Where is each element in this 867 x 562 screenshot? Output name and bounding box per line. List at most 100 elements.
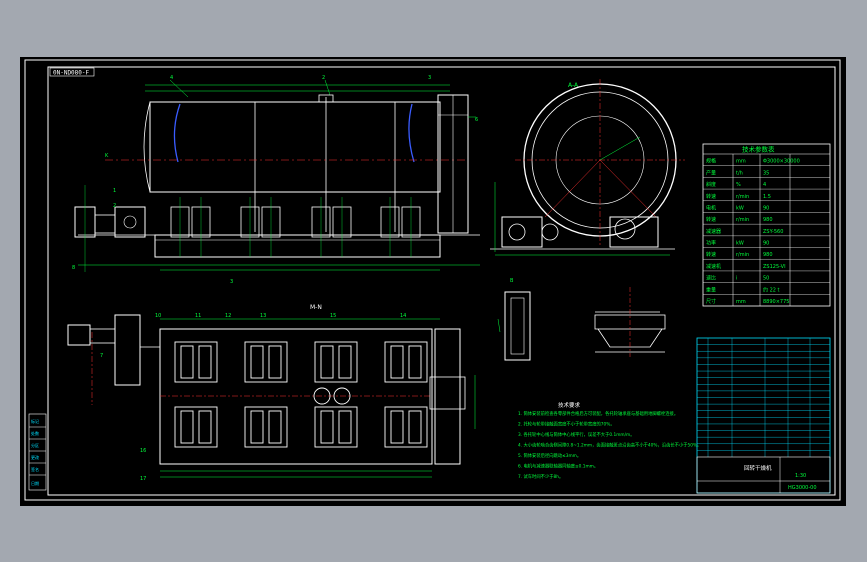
parts-list-table[interactable]: 回转干燥机 1:30 HG3000-00 (696, 337, 831, 494)
spec-row-unit: % (736, 182, 741, 188)
spec-row-value: ZSY-560 (763, 229, 783, 235)
spec-table-title: 技术参数表 (742, 145, 775, 154)
spec-row-value: 980 (763, 252, 773, 258)
cad-drawing-canvas[interactable]: 0N-ND080-F 标记 处数 分区 更改 签名 日期 4 2 3 (20, 57, 846, 506)
strip-label-2: 处数 (31, 430, 39, 436)
plan-view[interactable]: M-N 10 11 12 13 15 14 16 17 7 (67, 304, 476, 482)
note-line: 4. 大小齿轮啮合齿侧间隙0.8~1.2mm，齿面接触斑点沿齿高不小于40%，沿… (518, 442, 701, 449)
spec-row-unit: mm (736, 159, 746, 165)
spec-row-value: 90 (763, 205, 769, 211)
note-line: 6. 电机与减速器联轴器同轴度≤0.1mm。 (518, 463, 598, 470)
note-line: 3. 各托轮中心线与筒体中心线平行，误差不大于0.1mm/m。 (518, 431, 635, 438)
base-frame (154, 234, 441, 258)
spec-table[interactable]: 技术参数表 规格 mm Φ3000×30000 产量 t/h 35 斜度% 4 转速 r/min 1… (702, 143, 831, 307)
dim-7-label: 7 (100, 353, 103, 359)
spec-row-name: 产量 (706, 169, 716, 176)
dim-8-label: 8 (72, 265, 75, 271)
dim-2-label: 2 (113, 203, 116, 209)
spec-row-name: 减速器 (706, 228, 721, 235)
strip-label-1: 标记 (31, 418, 39, 424)
reducer (114, 206, 146, 238)
spec-row-unit: kW (736, 241, 744, 247)
spec-row-name: 速比 (706, 275, 716, 282)
title-block-drawing-no: HG3000-00 (788, 485, 817, 491)
drum-outlet-curve (408, 103, 415, 163)
spec-row-value: 980 (763, 217, 773, 223)
spec-row-name: 转速 (706, 216, 716, 223)
section-detail-b[interactable]: B (497, 278, 531, 361)
section-b-label: B (510, 278, 514, 284)
plan-number-17: 17 (140, 476, 146, 482)
spec-row-value: 约 22 t (763, 286, 780, 293)
note-line: 2. 托轮与轮带接触面宽度不小于轮带宽度的70%。 (518, 421, 615, 428)
spec-row-unit: r/min (736, 194, 749, 200)
spec-row-name: 减速机 (706, 263, 721, 270)
corner-label-box (49, 67, 95, 77)
notes-title: 技术要求 (558, 401, 581, 409)
spec-row-unit: r/min (736, 252, 749, 258)
note-line: 7. 试车时间不少于8h。 (518, 473, 563, 480)
spec-row-value: 8890×775 (763, 299, 789, 305)
plan-number-15: 15 (330, 313, 336, 319)
note-line: 5. 筒体安装后径向跳动≤3mm。 (518, 452, 581, 459)
dim-top-label: 4 (170, 75, 173, 81)
strip-label-6: 日期 (31, 480, 39, 486)
end-view[interactable]: A-A (490, 79, 685, 256)
plan-motor (67, 324, 91, 346)
spec-row-unit: t/h (736, 170, 743, 176)
section-detail-c[interactable] (594, 287, 666, 357)
coupling (94, 214, 116, 234)
spec-row-name: 规格 (706, 158, 716, 165)
technical-notes: 技术要求 1. 筒体安装前检查各零部件合格后方可装配，各托轮轴承座与基础用地脚螺… (518, 401, 701, 480)
strip-label-3: 分区 (31, 442, 39, 448)
spec-row-name: 斜度 (706, 181, 716, 188)
plan-number-13: 13 (260, 313, 266, 319)
spec-row-value: ZS125-VI (763, 264, 786, 270)
inner-frame (47, 66, 836, 496)
plan-view-label: M-N (310, 304, 322, 311)
plan-base-frame (159, 328, 433, 465)
title-block-scale: 1:30 (795, 473, 806, 479)
spec-row-value: 4 (763, 182, 766, 188)
plan-reducer (114, 314, 141, 386)
spec-row-value: 35 (763, 170, 769, 176)
spec-row-name: 电机 (706, 204, 716, 211)
strip-label-5: 签名 (31, 466, 39, 472)
spec-row-value: 90 (763, 241, 769, 247)
plan-number-11: 11 (195, 313, 201, 319)
left-roller-station (501, 216, 543, 248)
plan-number-10: 10 (155, 313, 161, 319)
spec-row-value: 50 (763, 276, 769, 282)
outer-frame (24, 59, 841, 501)
spec-row-unit: i (736, 276, 737, 282)
spec-row-value: Φ3000×30000 (763, 159, 800, 165)
spec-row-value: 1.5 (763, 194, 771, 200)
gear-ring-top (318, 94, 334, 103)
plan-number-12: 12 (225, 313, 231, 319)
front-elevation-view[interactable]: 4 2 3 6 (72, 75, 480, 285)
note-line: 1. 筒体安装前检查各零部件合格后方可装配，各托轮轴承座与基础用地脚螺栓连接。 (518, 410, 678, 417)
plan-number-14: 14 (400, 313, 406, 319)
drum-shell (149, 101, 441, 193)
spec-row-name: 尺寸 (706, 298, 716, 305)
title-block-name: 回转干燥机 (744, 464, 772, 472)
drum-inlet-curve (173, 103, 181, 163)
spec-row-unit: r/min (736, 217, 749, 223)
corner-label: 0N-ND080-F (53, 70, 90, 77)
spec-row-name: 功率 (706, 240, 716, 247)
spec-row-name: 转速 (706, 193, 716, 200)
plan-number-16: 16 (140, 448, 146, 454)
title-block (696, 456, 831, 494)
section-label-k: K (105, 153, 109, 159)
spec-table-rows: 规格 mm Φ3000×30000 产量 t/h 35 斜度% 4 转速 r/min 1.5 电机 kW… (703, 158, 830, 305)
drawing-sheet: 0N-ND080-F 标记 处数 分区 更改 签名 日期 4 2 3 (20, 57, 846, 506)
dim-1-label: 1 (113, 188, 116, 194)
dim-3-label: 3 (230, 279, 233, 285)
dim-right-label: 6 (475, 117, 478, 123)
dim-top2-label: 2 (322, 75, 325, 81)
spec-row-unit: kW (736, 205, 744, 211)
dim-top3-label: 3 (428, 75, 431, 81)
spec-row-name: 重量 (706, 286, 716, 293)
spec-row-name: 转速 (706, 251, 716, 258)
right-roller-station (609, 216, 659, 248)
